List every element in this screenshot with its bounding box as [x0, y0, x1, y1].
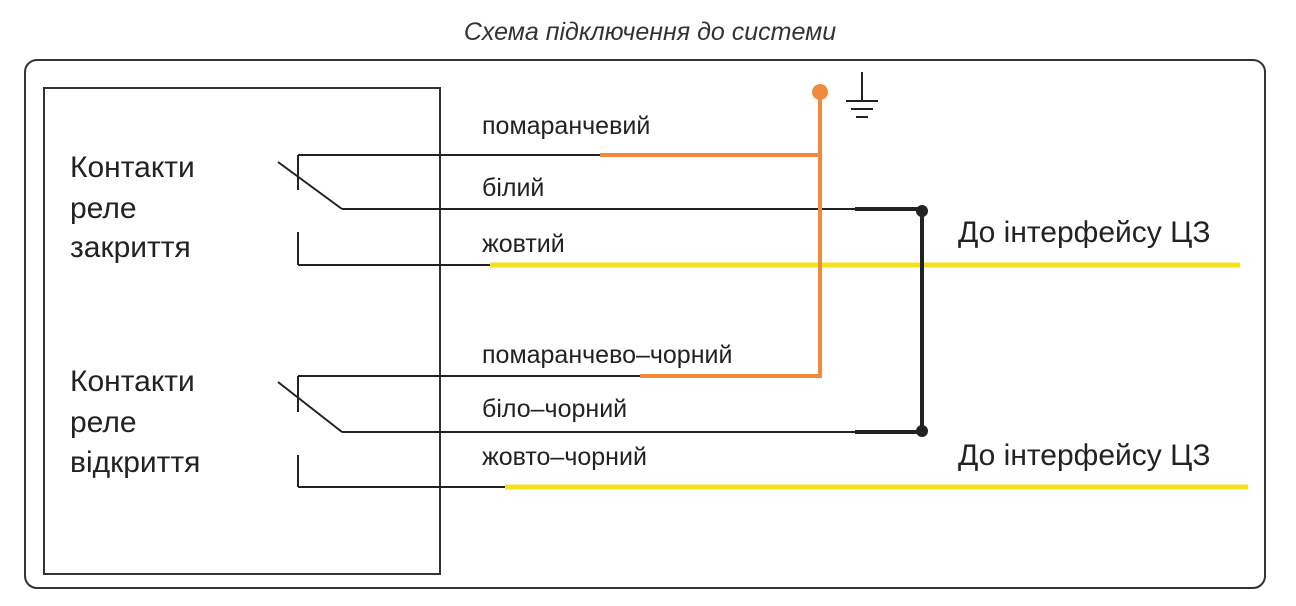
label-white: білий [482, 174, 544, 202]
label-orange-black: помаранчево–чорний [482, 341, 732, 369]
relay-label-close: Контакти реле закриття [70, 151, 195, 264]
relay-open-line-3: відкриття [70, 446, 200, 479]
destination-label-top: До інтерфейсу ЦЗ [958, 216, 1210, 249]
label-orange: помаранчевий [482, 112, 650, 140]
label-white-black: біло–чорний [482, 395, 627, 423]
label-yellow-black: жовто–чорний [482, 443, 647, 471]
destination-label-bottom: До інтерфейсу ЦЗ [958, 439, 1210, 472]
relay-close-line-1: Контакти [70, 151, 195, 184]
bus-junction-top [916, 205, 928, 217]
relay-open-line-1: Контакти [70, 365, 195, 398]
relay-block [43, 87, 441, 575]
relay-label-open: Контакти реле відкриття [70, 365, 200, 479]
relay-close-contacts [277, 155, 343, 265]
contact-close-switch-arm [277, 161, 343, 210]
relay-open-contacts [277, 376, 343, 487]
relay-close-line-3: закриття [70, 231, 191, 264]
label-yellow: жовтий [482, 230, 565, 258]
outer-frame [24, 59, 1266, 589]
diagram-title: Схема підключення до системи [464, 18, 836, 46]
ground-icon [846, 72, 878, 118]
contact-open-switch-arm [277, 381, 343, 433]
relay-close-line-2: реле [70, 192, 137, 225]
relay-open-line-2: реле [70, 406, 137, 439]
ground-terminal-dot [812, 84, 828, 100]
bus-junction-bottom [916, 425, 928, 437]
